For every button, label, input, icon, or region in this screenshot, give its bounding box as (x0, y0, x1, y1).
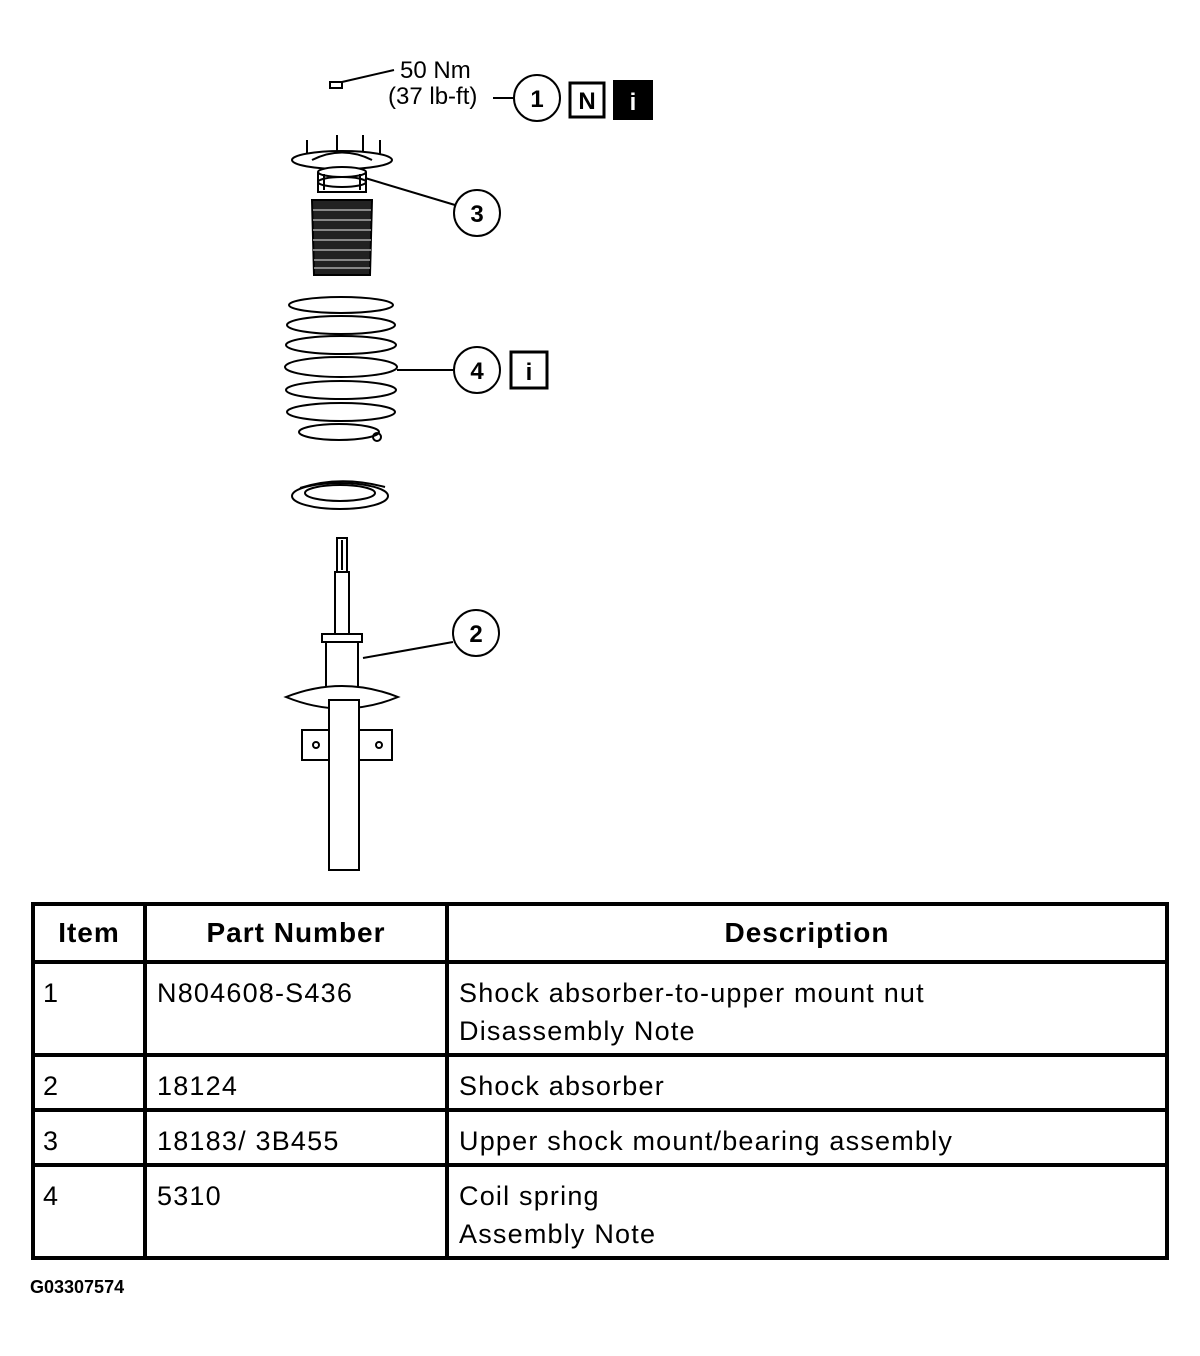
table-row: 2 18124 Shock absorber (31, 1052, 1169, 1112)
torque-value-imperial: (37 lb-ft) (388, 83, 477, 110)
description-line: Shock absorber-to-upper mount nut (459, 978, 925, 1008)
torque-value: 50 Nm (400, 57, 471, 84)
figure-code: G03307574 (30, 1277, 125, 1297)
callout-4-label: 4 (470, 358, 484, 385)
callout-2-circle (452, 609, 500, 657)
upper-mount-part (291, 135, 456, 276)
table-row: 3 18183/ 3B455 Upper shock mount/bearing… (31, 1107, 1169, 1168)
item-cell: 3 (31, 1107, 147, 1168)
callout-4-circle (453, 346, 501, 394)
part-number-cell: N804608-S436 (143, 960, 449, 1057)
info-badge-icon (509, 350, 549, 390)
description-line: Disassembly Note (459, 1016, 696, 1046)
info-badge-label: i (630, 89, 637, 116)
callout-3-label: 3 (470, 201, 483, 228)
item-cell: 2 (31, 1052, 147, 1112)
column-header-item: Item (31, 902, 147, 964)
item-cell: 1 (31, 960, 147, 1057)
nut-part (329, 69, 395, 89)
table-header-row: Item Part Number Description (31, 902, 1169, 964)
column-header-part-number: Part Number (143, 902, 449, 964)
parts-table: Item Part Number Description 1 N804608-S… (31, 902, 1169, 1260)
part-number-cell: 5310 (143, 1163, 449, 1260)
table-row: 4 5310 Coil spring Assembly Note (31, 1163, 1169, 1260)
item-cell: 4 (31, 1163, 147, 1260)
n-badge-icon (568, 81, 606, 119)
description-line: Assembly Note (459, 1219, 657, 1250)
part-number-cell: 18183/ 3B455 (143, 1107, 449, 1168)
info-badge-label: i (526, 359, 533, 386)
strut-exploded-diagram: 50 Nm (37 lb-ft) 1 3 4 2 N i i (283, 57, 653, 871)
description-cell: Upper shock mount/bearing assembly (445, 1107, 1169, 1168)
description-cell: Coil spring Assembly Note (445, 1163, 1169, 1260)
info-badge-icon (613, 80, 653, 120)
description-cell: Shock absorber-to-upper mount nut Disass… (445, 960, 1169, 1057)
description-line: Coil spring (459, 1181, 600, 1212)
coil-spring-part (284, 296, 453, 442)
callout-1-label: 1 (530, 86, 543, 113)
description-cell: Shock absorber (445, 1052, 1169, 1112)
table-row: 1 N804608-S436 Shock absorber-to-upper m… (31, 960, 1169, 1057)
callout-2-label: 2 (469, 621, 482, 648)
n-badge-label: N (578, 88, 595, 115)
callout-3-circle (453, 189, 501, 237)
column-header-description: Description (445, 902, 1169, 964)
description-line: Shock absorber (459, 1070, 665, 1101)
part-number-cell: 18124 (143, 1052, 449, 1112)
spring-seat-part (291, 480, 389, 510)
description-line: Upper shock mount/bearing assembly (459, 1125, 954, 1156)
shock-absorber-part (283, 537, 454, 871)
